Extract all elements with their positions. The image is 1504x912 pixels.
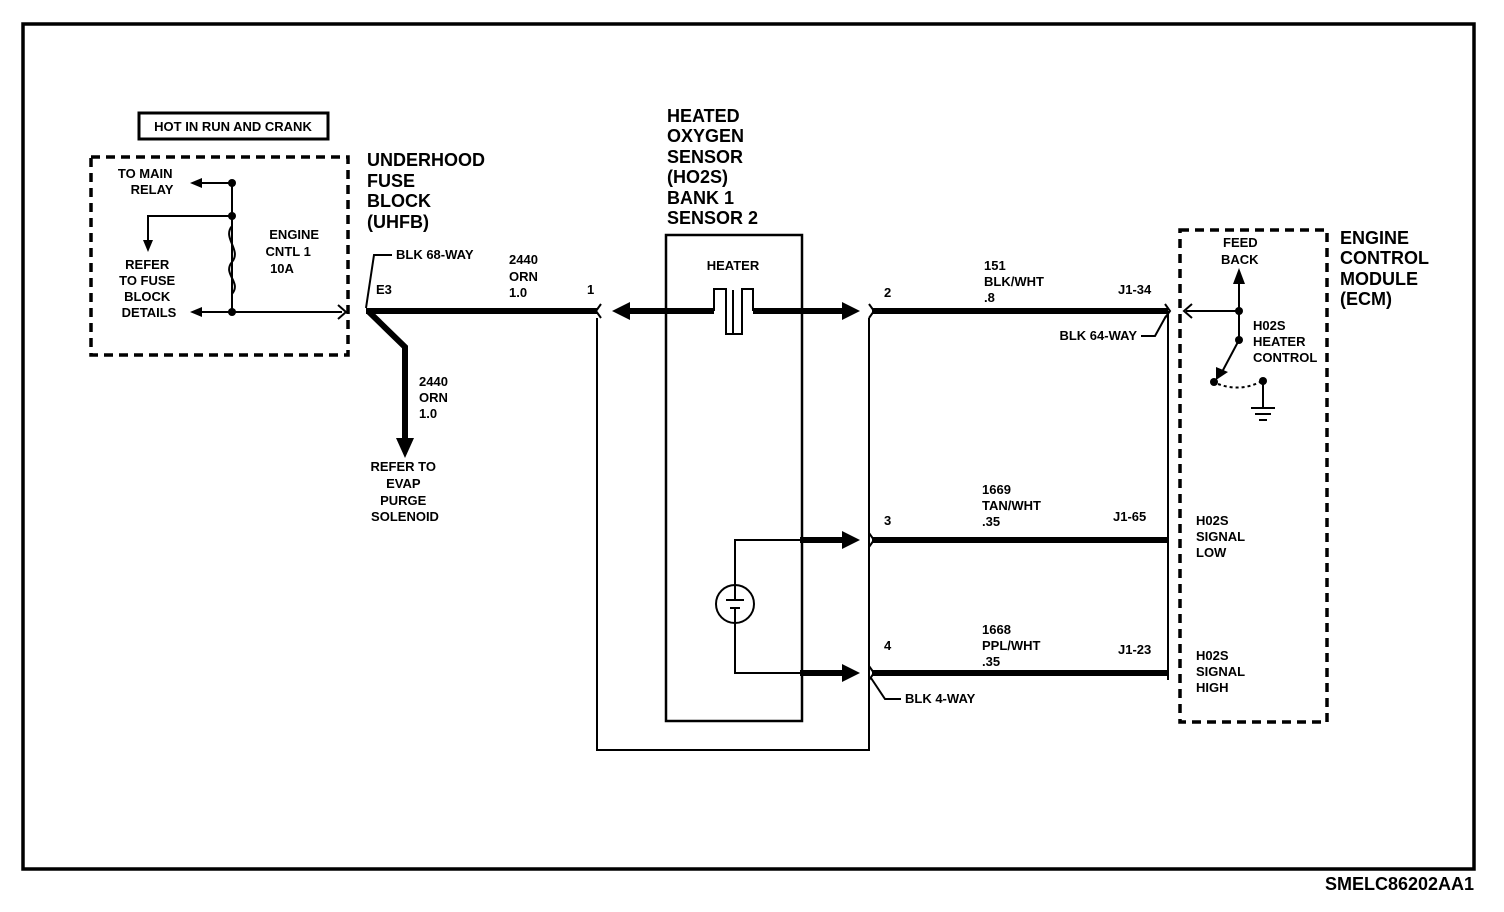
hot-label-box [137, 111, 330, 141]
heater-control-label: H02S HEATER CONTROL [1253, 318, 1317, 365]
signal-low-label: H02S SIGNAL LOW [1196, 513, 1249, 560]
diagram-frame [21, 22, 1476, 871]
hot-label: HOT IN RUN AND CRANK [154, 119, 312, 134]
oxygen-sensor: HEATED OXYGEN SENSOR (HO2S) BANK 1 SENSO… [587, 106, 976, 751]
wire-2440-branch [365, 308, 408, 442]
heater-label: HEATER [707, 258, 760, 273]
fuse-block-outline [89, 155, 350, 357]
feed-back-label: FEED BACK [1221, 235, 1261, 267]
signal-high-label: H02S SIGNAL HIGH [1196, 648, 1249, 695]
heater-icon [713, 288, 733, 335]
ecm: BLK 64-WAY ENGINE CONTROL MODULE (ECM) F… [1059, 228, 1434, 724]
ecm-pin-j1-65: J1-65 [1113, 509, 1146, 524]
fuse-block-connector-label: BLK 68-WAY [396, 247, 474, 262]
wire-2440-main-label: 2440 ORN 1.0 [509, 252, 542, 300]
to-main-relay-arrow-icon [190, 178, 202, 188]
fuse-block: HOT IN RUN AND CRANK TO MAIN RELAY REFER… [89, 111, 490, 357]
pin2-arrow-icon [842, 302, 860, 320]
harness-outline [596, 318, 870, 751]
pin-4: 4 [884, 638, 892, 653]
wire-1669-label: 1669 TAN/WHT .35 [982, 482, 1045, 529]
refer-fuse-arrow-icon [143, 240, 153, 252]
pin-3: 3 [884, 513, 891, 528]
evap-arrow-icon [396, 438, 414, 458]
figure-id: SMELC86202AA1 [1325, 874, 1474, 894]
wire-2440-branch-label: 2440 ORN 1.0 [419, 374, 452, 421]
ecm-outline [1178, 228, 1329, 724]
heater-control-switch-icon [1221, 339, 1240, 373]
evap-reference: REFER TO EVAP PURGE SOLENOID [370, 459, 439, 524]
feed-back-arrow-icon [1233, 268, 1245, 284]
terminal-e3-label: E3 [376, 282, 392, 297]
wire-151-label: 151 BLK/WHT .8 [984, 258, 1048, 305]
ecm-pin-j1-34: J1-34 [1118, 282, 1152, 297]
to-main-relay-text: TO MAIN RELAY [118, 166, 176, 197]
ecm-pin-j1-23: J1-23 [1118, 642, 1151, 657]
fuse-block-title: UNDERHOOD FUSE BLOCK (UHFB) [367, 150, 490, 232]
pin1-arrow-icon [612, 302, 630, 320]
fuse-block-connector-icon [337, 304, 348, 320]
pin-2: 2 [884, 285, 891, 300]
fuse-icon [228, 225, 236, 295]
ecm-title: ENGINE CONTROL MODULE (ECM) [1340, 228, 1434, 309]
sensor-title: HEATED OXYGEN SENSOR (HO2S) BANK 1 SENSO… [667, 106, 758, 228]
wire-1668-label: 1668 PPL/WHT .35 [982, 622, 1044, 669]
pin3-arrow-icon [842, 531, 860, 549]
sensor-body [664, 233, 804, 723]
ecm-connector-label: BLK 64-WAY [1059, 328, 1137, 343]
pin4-arrow-icon [842, 664, 860, 682]
pin-1: 1 [587, 282, 594, 297]
ecm-wires: 151 BLK/WHT .8 J1-34 1669 TAN/WHT .35 J1… [872, 258, 1168, 676]
refer-fuse-text: REFER TO FUSE BLOCK DETAILS [119, 257, 179, 320]
fuse-label: ENGINE CNTL 1 10A [266, 227, 323, 276]
wire-2440: 2440 ORN 1.0 2440 ORN 1.0 REFER TO EVAP … [365, 252, 597, 524]
sensor-connector-label: BLK 4-WAY [905, 691, 976, 706]
